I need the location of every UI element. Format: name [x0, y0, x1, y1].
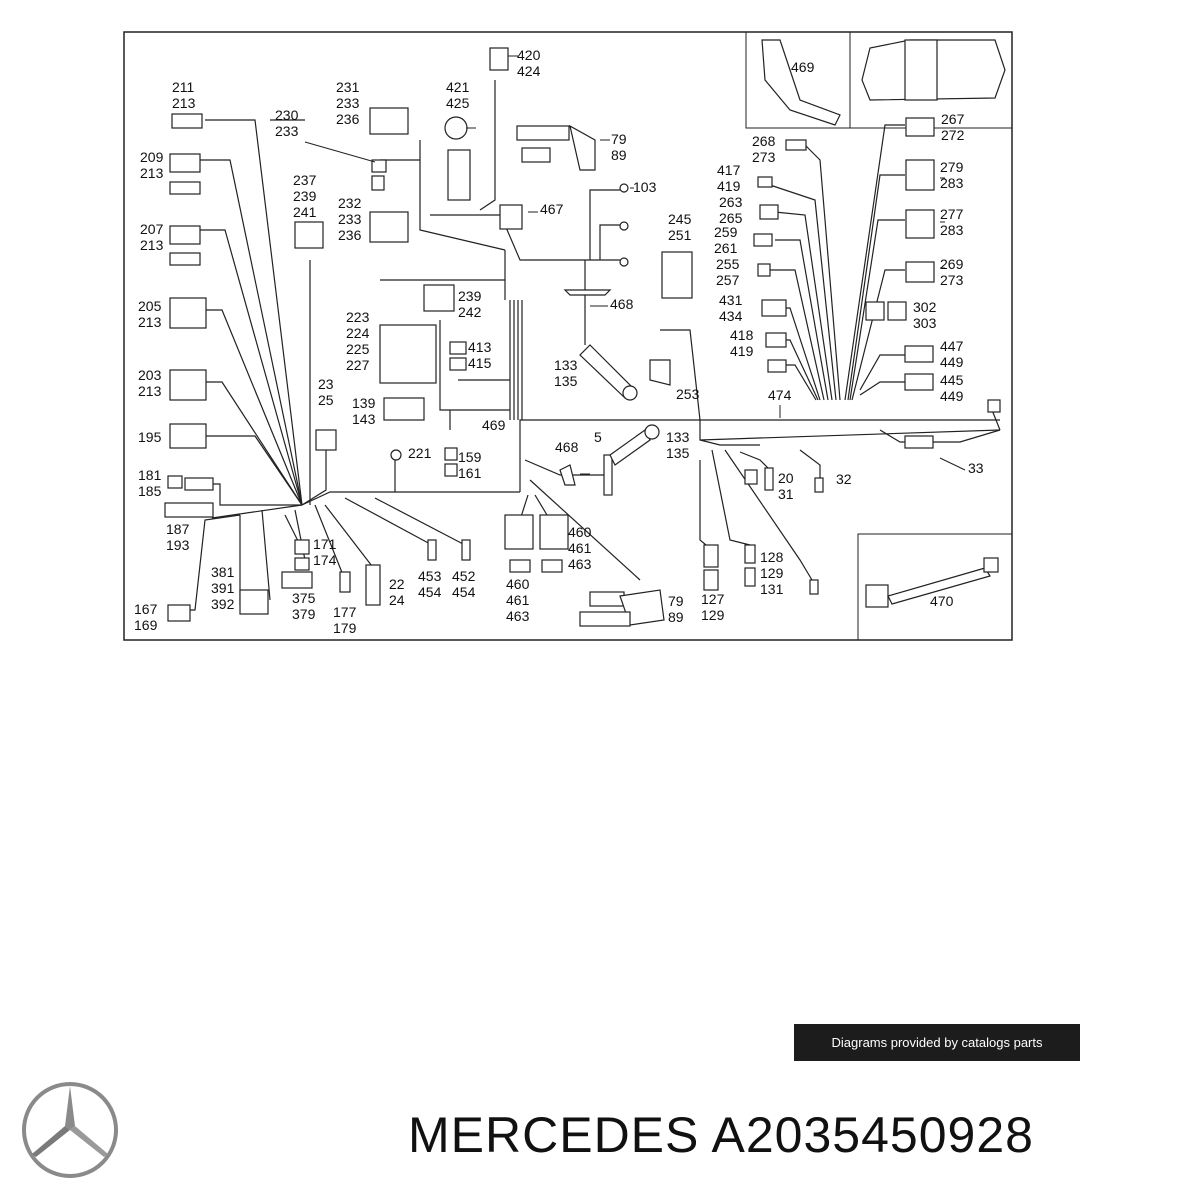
part-callout: 468 [555, 439, 579, 455]
part-callout: 468 [610, 296, 634, 312]
part-callout: 474 [768, 387, 792, 403]
credit-banner: Diagrams provided by catalogs parts [794, 1024, 1080, 1061]
part-callout: 467 [540, 201, 564, 217]
part-callout: 33 [968, 460, 984, 476]
part-callout: 221 [408, 445, 432, 461]
diagram-frame [123, 31, 1013, 641]
part-callout: 32 [836, 471, 852, 487]
leader-lines [304, 55, 966, 475]
part-callout: 253 [676, 386, 700, 402]
connector-symbols [164, 39, 1006, 627]
part-callout: 469 [482, 417, 506, 433]
mercedes-star-icon [18, 1078, 122, 1187]
part-callout: 195 [138, 429, 162, 445]
wiring-diagram: 2112132092132072132052132032131951811851… [123, 31, 1013, 641]
inset-frame-470 [857, 533, 1013, 641]
wire-harness [178, 80, 1001, 611]
brand-name: MERCEDES [408, 1107, 700, 1163]
part-callout: 469 [791, 59, 815, 75]
part-callout: 103 [633, 179, 657, 195]
part-number: A2035450928 [711, 1107, 1034, 1163]
page-title: MERCEDES A2035450928 [408, 1106, 1034, 1164]
part-callout: 470 [930, 593, 954, 609]
part-callout: 5 [594, 429, 602, 445]
credit-text: Diagrams provided by catalogs parts [831, 1035, 1043, 1050]
